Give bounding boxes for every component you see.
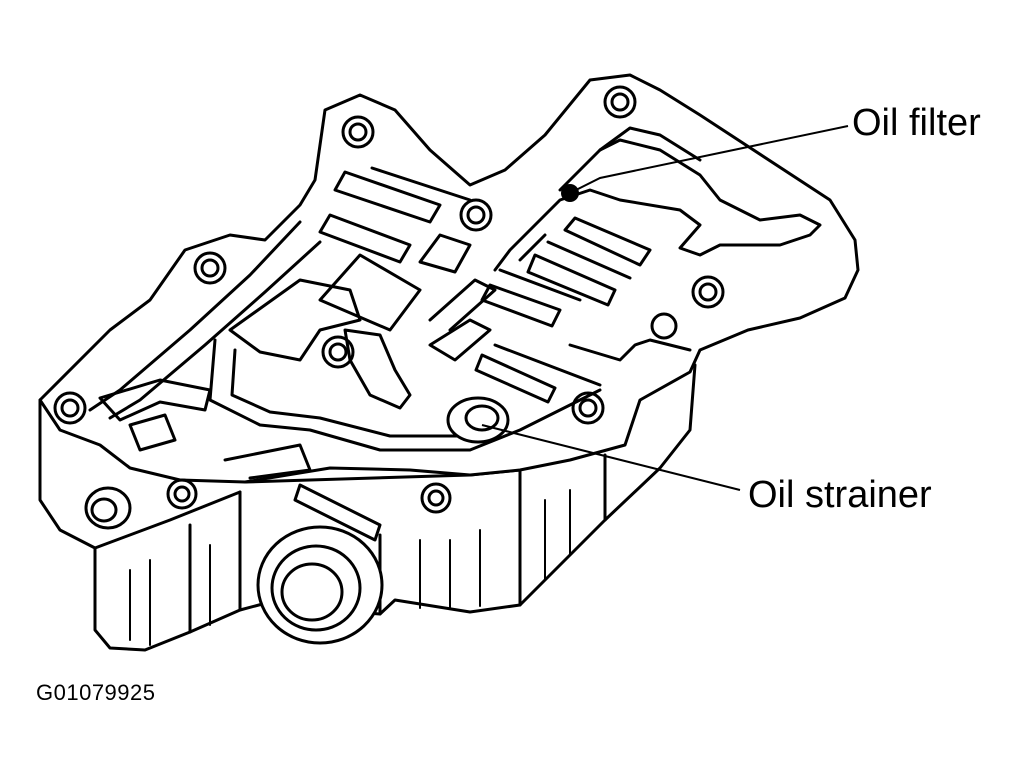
oil-filter-label: Oil filter — [852, 102, 981, 144]
bolt-hole-11 — [420, 482, 452, 514]
bolt-hole-5 — [691, 275, 725, 309]
oil-filter-leader-line — [569, 125, 849, 194]
oil-strainer-label: Oil strainer — [748, 474, 932, 516]
bolt-hole-8 — [53, 391, 87, 425]
bolt-hole-4 — [193, 251, 227, 285]
valve-body-top-face — [38, 73, 860, 484]
outlet-boss — [256, 525, 384, 645]
bolt-hole-3 — [459, 198, 493, 232]
figure-code: G01079925 — [36, 680, 156, 705]
mounting-holes — [53, 85, 725, 514]
oil-strainer-seat — [446, 396, 510, 444]
bolt-hole-7 — [650, 312, 678, 340]
bolt-hole-6 — [321, 335, 355, 369]
oil-strainer-leader-line — [481, 424, 741, 491]
oil-passages — [88, 126, 822, 542]
valve-body-sides — [38, 363, 697, 652]
bolt-hole-10 — [166, 478, 198, 510]
side-port — [84, 486, 132, 530]
bolt-hole-9 — [571, 391, 605, 425]
bolt-hole-1 — [341, 115, 375, 149]
bolt-hole-2 — [603, 85, 637, 119]
